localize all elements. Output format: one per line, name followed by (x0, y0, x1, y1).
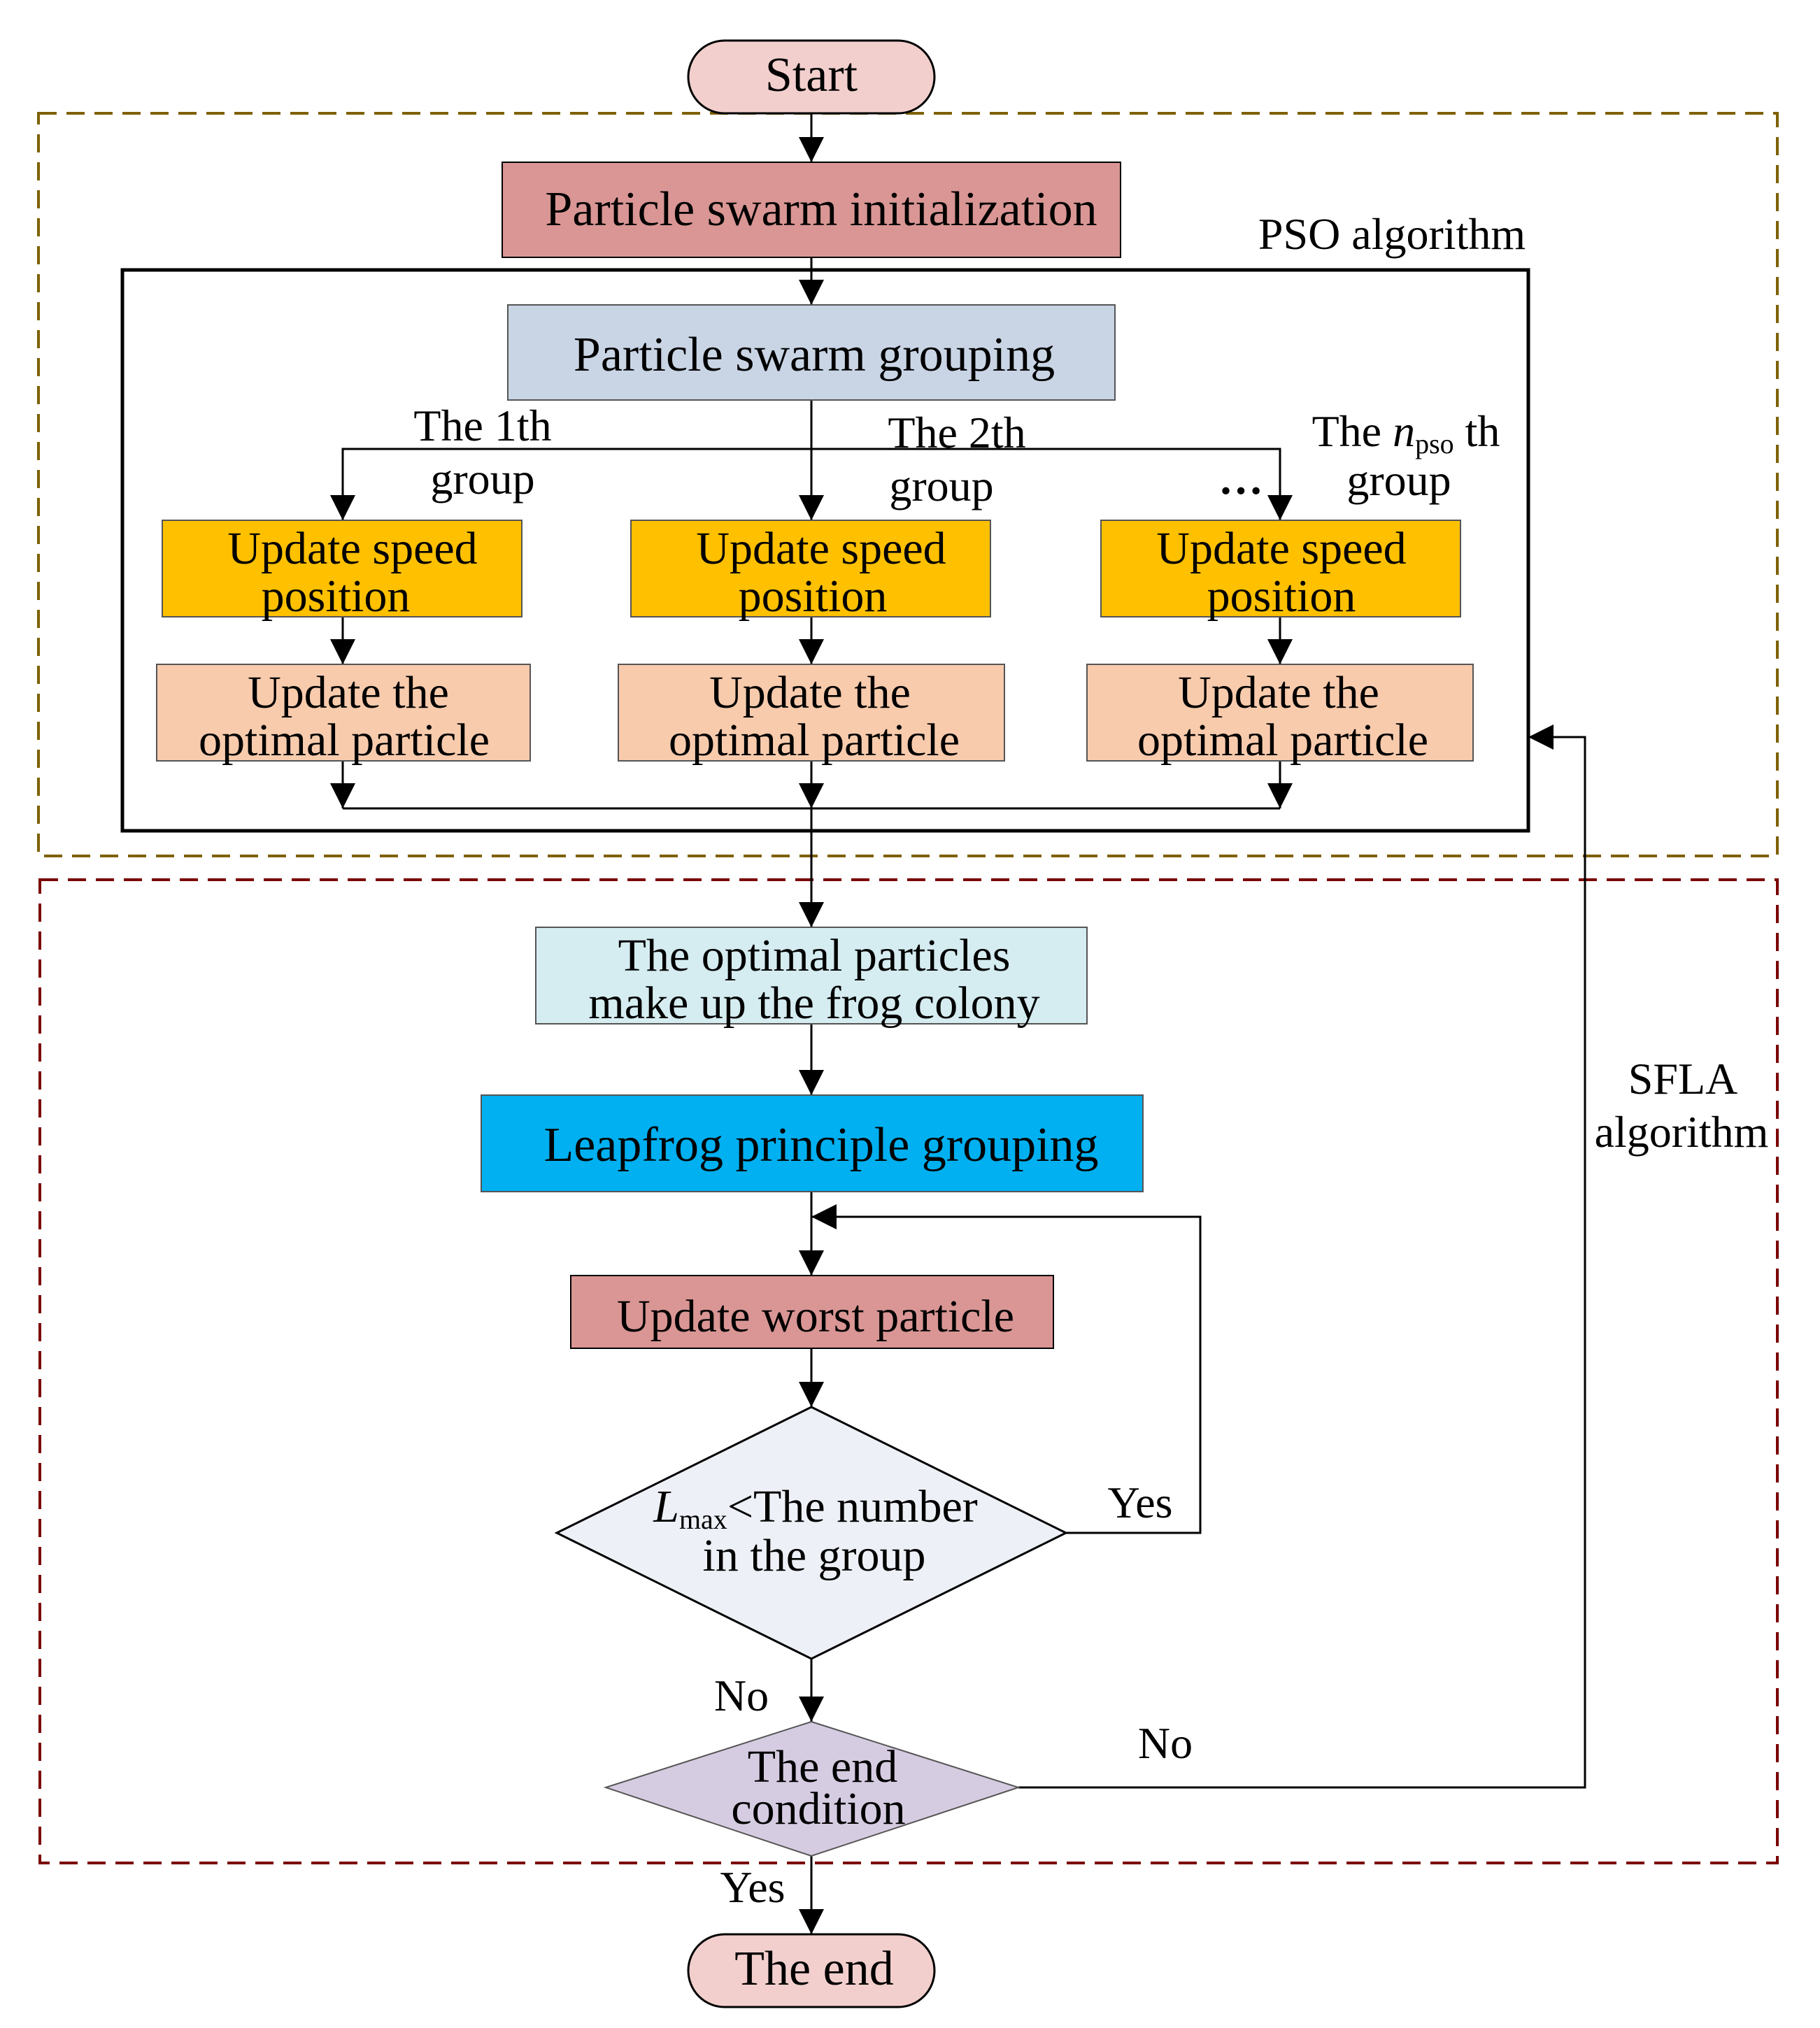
update-speed-node-2: Update speed position (630, 520, 991, 622)
yes-label-2: Yes (720, 1862, 785, 1912)
update-speed-node-3: Update speed position (1100, 520, 1461, 622)
leapfrog-node: Leapfrog principle grouping (481, 1094, 1144, 1192)
no-label-1: No (714, 1671, 769, 1720)
yes-label-1: Yes (1107, 1478, 1172, 1527)
end-condition-decision: The end condition (603, 1720, 1021, 1857)
frog-colony-label-line1: The optimal particles (618, 930, 1011, 981)
no-label-2: No (1138, 1718, 1193, 1768)
update-speed-label-1b: position (262, 571, 411, 622)
group3-label-line2: group (1346, 455, 1451, 505)
frog-colony-label-line2: make up the frog colony (588, 978, 1039, 1029)
update-optimal-label-3b: optimal particle (1137, 715, 1428, 766)
decision1-label-line2: in the group (703, 1530, 926, 1581)
update-optimal-node-1: Update the optimal particle (156, 664, 531, 766)
pso-region-border (37, 112, 1779, 857)
update-speed-label-3b: position (1207, 571, 1356, 622)
connectors (330, 113, 1586, 1934)
group1-label-line1: The 1th (413, 401, 551, 450)
edge-decision-yes-loop (811, 1204, 1202, 1534)
update-optimal-label-1b: optimal particle (199, 715, 490, 766)
decision1-label-line1: Lmax<The number (653, 1481, 978, 1535)
pso-inner-frame (120, 268, 1530, 833)
update-speed-label-2: Update speed (696, 523, 946, 574)
group2-label-line2: group (889, 461, 993, 510)
group3-label-line1: The npso th (1312, 406, 1500, 459)
end-condition-label-line2: condition (731, 1783, 905, 1834)
pso-algorithm-label: PSO algorithm (1258, 209, 1526, 259)
grouping-label: Particle swarm grouping (574, 328, 1055, 382)
sfla-region-border (38, 878, 1779, 1864)
start-label: Start (765, 48, 858, 102)
start-node: Start (687, 39, 936, 115)
group2-label-line1: The 2th (888, 408, 1025, 457)
update-worst-label: Update worst particle (617, 1291, 1014, 1342)
update-speed-label-1: Update speed (227, 523, 477, 574)
update-optimal-label-2: Update the (709, 667, 911, 718)
update-speed-label-2b: position (739, 571, 888, 622)
update-optimal-label-1: Update the (248, 667, 449, 718)
sfla-label-line2: algorithm (1595, 1107, 1769, 1157)
ellipsis: … (1218, 454, 1263, 504)
update-optimal-node-3: Update the optimal particle (1086, 664, 1474, 766)
group1-label-line2: group (430, 454, 534, 504)
init-label: Particle swarm initialization (545, 183, 1097, 236)
frog-colony-node: The optimal particles make up the frog c… (535, 927, 1088, 1029)
update-speed-node-1: Update speed position (162, 520, 522, 622)
end-condition-label-line1: The end (748, 1741, 897, 1792)
leapfrog-label: Leapfrog principle grouping (543, 1118, 1098, 1172)
edge-split-group1 (330, 448, 811, 520)
update-optimal-node-2: Update the optimal particle (618, 664, 1005, 766)
update-optimal-label-2b: optimal particle (669, 715, 960, 766)
edge-split-group3 (811, 448, 1293, 520)
update-worst-node: Update worst particle (570, 1275, 1054, 1349)
edge-endcond-no-loop (1018, 724, 1586, 1789)
end-label: The end (734, 1942, 893, 1996)
update-speed-label-3: Update speed (1156, 523, 1406, 574)
init-node: Particle swarm initialization (502, 162, 1121, 258)
update-optimal-label-3: Update the (1178, 667, 1379, 718)
sfla-label-line1: SFLA (1628, 1054, 1738, 1104)
grouping-node: Particle swarm grouping (507, 304, 1116, 401)
end-node: The end (687, 1933, 936, 2008)
group-count-decision: Lmax<The number in the group (554, 1406, 1069, 1660)
